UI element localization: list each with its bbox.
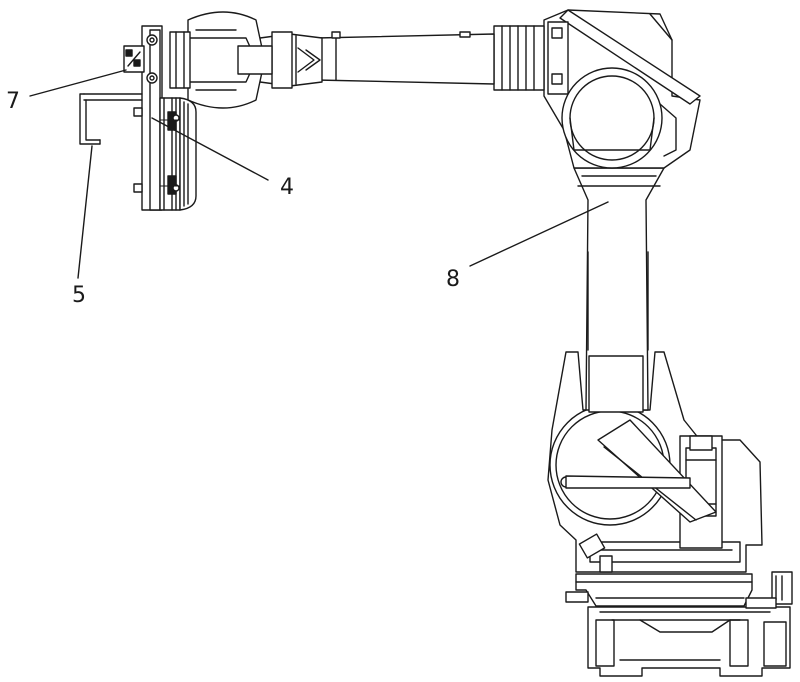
callout-5: 5 bbox=[72, 283, 86, 308]
leader-line-5 bbox=[77, 145, 93, 279]
leader-line-7 bbox=[29, 69, 127, 97]
leader-line-4 bbox=[151, 117, 269, 181]
robot-elbow bbox=[543, 9, 701, 169]
leader-line-8 bbox=[469, 201, 609, 267]
callout-8: 8 bbox=[446, 267, 460, 292]
leader-lines bbox=[29, 69, 609, 279]
robot-lower-arm bbox=[573, 167, 665, 413]
robot-wrist bbox=[169, 11, 273, 109]
callout-4: 4 bbox=[280, 175, 294, 200]
robot-upper-arm bbox=[259, 25, 545, 91]
robot-shoulder bbox=[547, 351, 763, 573]
robot-base bbox=[565, 571, 793, 677]
callout-7: 7 bbox=[6, 89, 20, 114]
